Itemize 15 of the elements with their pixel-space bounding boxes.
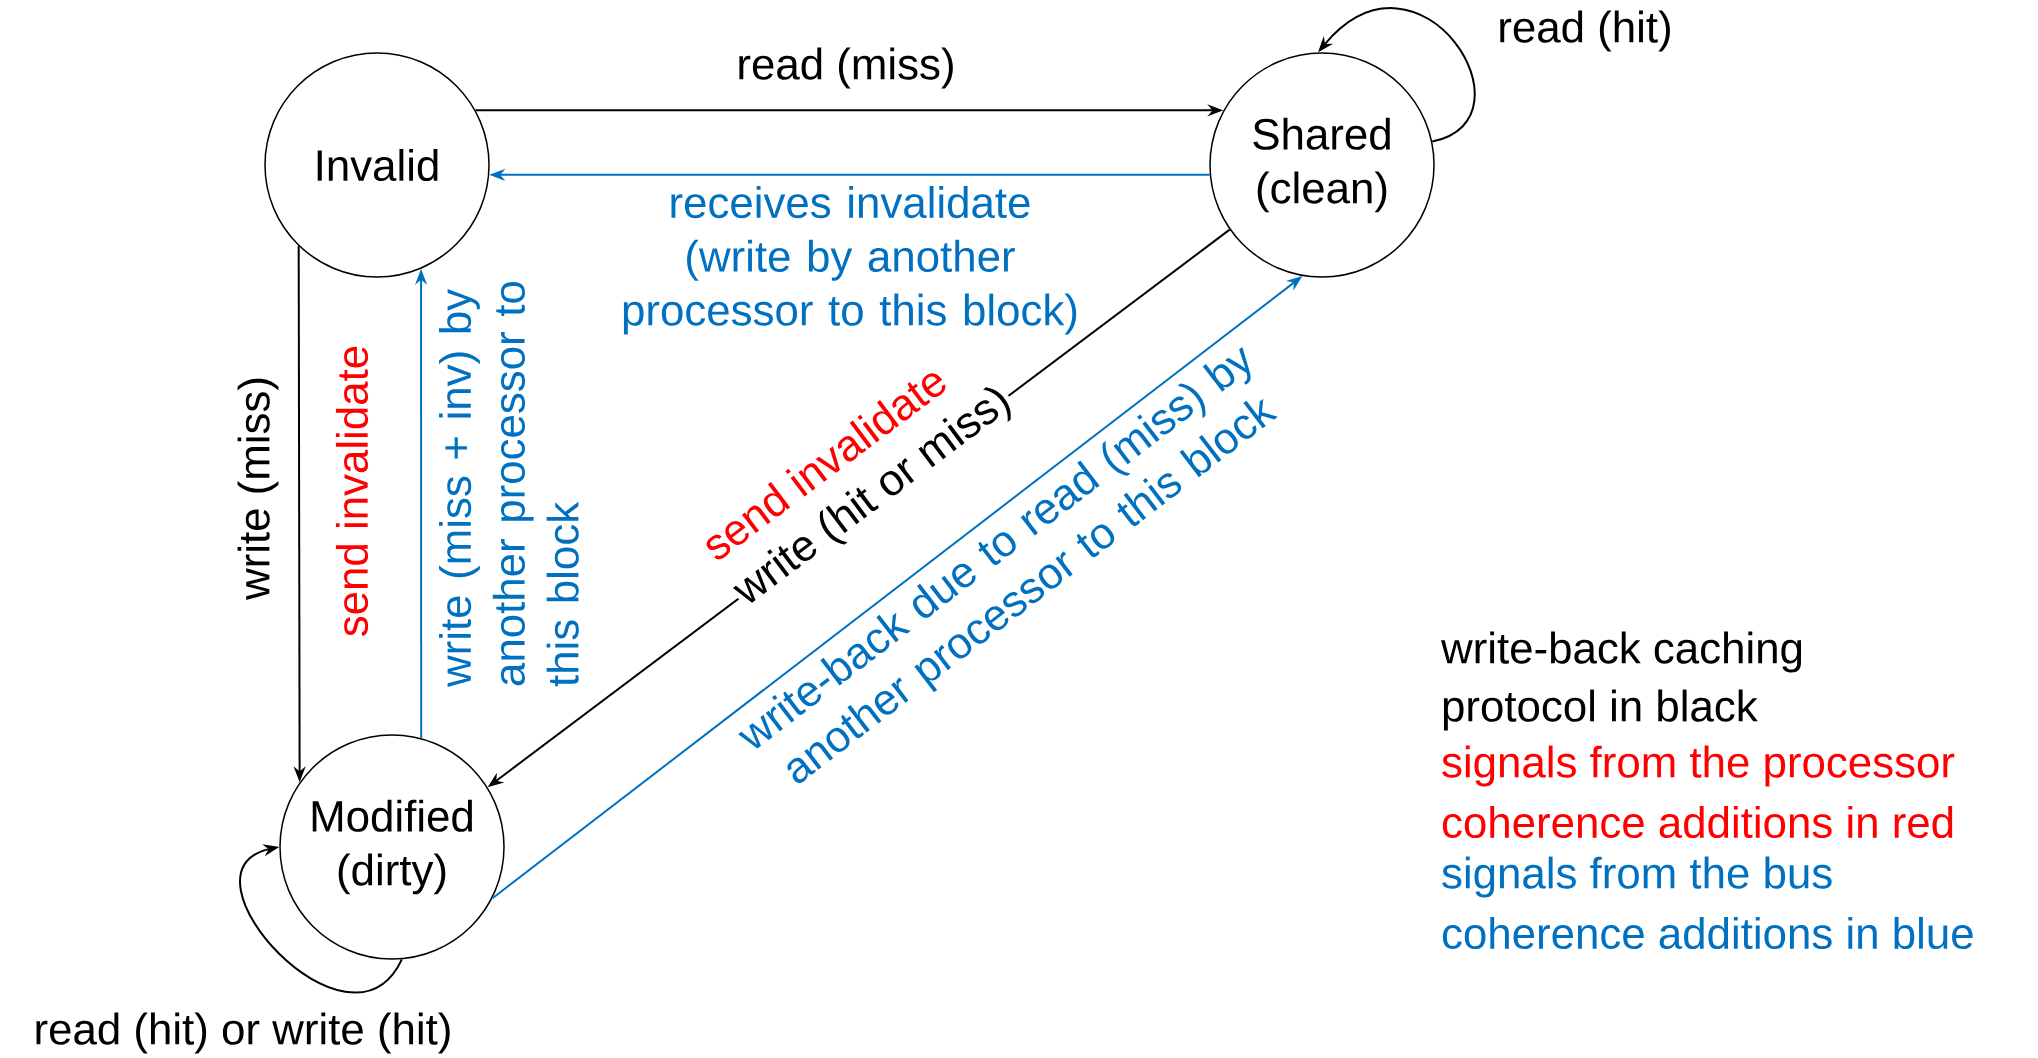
legend-text: coherence additions in blue xyxy=(1442,916,1973,950)
legend-text: signals from the processor xyxy=(1442,745,1955,787)
edge-label: read (hit) xyxy=(1500,10,1670,52)
edge-label: receives invalidate (write by another processor to this block) xyxy=(623,186,1077,335)
arrow xyxy=(239,844,403,993)
edge-label: read (hit) or write (hit) xyxy=(36,1012,450,1054)
legend-text: protocol in black xyxy=(1443,689,1758,731)
edge-label: read (miss) xyxy=(739,47,953,89)
legend-text: signals from the bus xyxy=(1442,856,1832,898)
edge-label: write (miss) xyxy=(237,378,279,601)
legend-text: write-back caching xyxy=(1440,631,1802,673)
legend-text: coherence additions in red xyxy=(1442,805,1953,839)
annotation: send invalidate xyxy=(335,346,369,636)
edge-label: write (miss + inv) by another processor to this block xyxy=(439,282,579,688)
arrow xyxy=(1318,7,1476,143)
